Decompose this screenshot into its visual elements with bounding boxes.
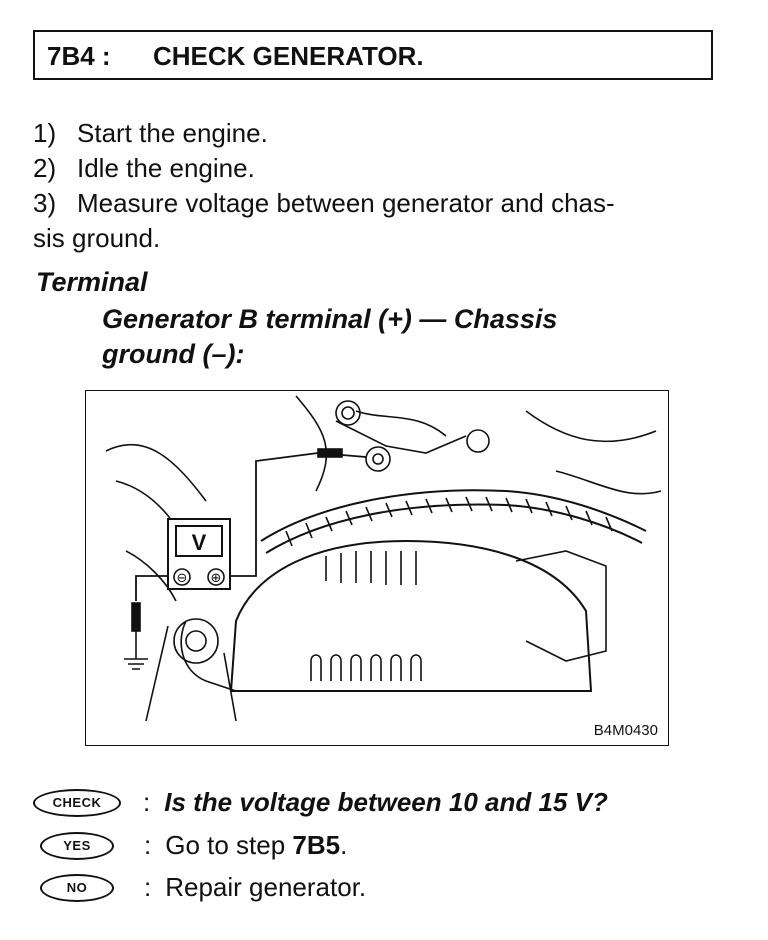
negative-lead: [135, 575, 176, 601]
bolt-head: [341, 406, 355, 420]
yes-text-prefix: Go to step: [165, 830, 293, 860]
step-number: 1): [33, 118, 57, 148]
b-terminal-nut: [365, 446, 391, 472]
step-2: 2) Idle the engine.: [33, 151, 723, 186]
step-3-continuation: sis ground.: [33, 223, 161, 253]
generator-bracket: [180, 620, 237, 692]
terminal-spec: Generator B terminal (+) — Chassis groun…: [102, 302, 662, 372]
wire-harness: [285, 496, 613, 547]
no-badge: NO: [40, 873, 114, 902]
positive-probe: [317, 448, 343, 458]
step-text: Idle the engine.: [77, 153, 255, 183]
bolt-head: [335, 400, 361, 426]
bracket: [335, 420, 467, 454]
plus-terminal-icon: [207, 568, 225, 586]
terminal-spec-line-2: ground (–):: [102, 339, 245, 369]
minus-terminal-icon: [173, 568, 191, 586]
yes-badge: YES: [40, 831, 114, 860]
generator-drawing: V ⊖ ⊕: [105, 395, 662, 722]
terminal-label: Terminal: [36, 267, 148, 297]
step-text: Start the engine.: [77, 118, 268, 148]
section-header-box: 7B4 : CHECK GENERATOR.: [33, 30, 713, 80]
bolt-head: [466, 429, 490, 453]
pulley: [185, 630, 207, 652]
voltmeter-display: [175, 525, 223, 557]
positive-lead: [216, 452, 367, 577]
terminal-spec-line-1: Generator B terminal (+) — Chassis: [102, 304, 558, 334]
yes-step-ref: 7B5: [292, 830, 341, 860]
yes-row: YES : Go to step 7B5.: [33, 830, 347, 861]
step-number: 2): [33, 153, 57, 183]
section-title: CHECK GENERATOR.: [153, 41, 424, 71]
yes-colon: :: [144, 830, 152, 860]
ground-symbol: [124, 658, 148, 670]
generator-fins: [310, 654, 422, 681]
check-row: CHECK : Is the voltage between 10 and 15…: [33, 787, 608, 818]
check-badge: CHECK: [33, 788, 121, 817]
generator-fins: [325, 551, 417, 585]
voltmeter-label: V: [192, 530, 207, 555]
check-colon: :: [143, 787, 151, 817]
pulley: [173, 618, 219, 664]
no-row: NO : Repair generator.: [33, 872, 366, 903]
wire-harness: [260, 489, 647, 542]
yes-text: Go to step 7B5.: [165, 830, 347, 861]
negative-probe: [131, 602, 141, 632]
minus-terminal-symbol: ⊖: [177, 571, 188, 586]
figure-code: B4M0430: [591, 722, 660, 739]
pulley-belt: [145, 625, 237, 722]
plus-terminal-symbol: ⊕: [211, 571, 222, 586]
no-text: Repair generator.: [165, 872, 367, 902]
step-3: 3) Measure voltage between generator and…: [33, 186, 723, 221]
step-1: 1) Start the engine.: [33, 116, 723, 151]
generator-illustration: V ⊖ ⊕ B4M0430: [85, 390, 669, 746]
generator-housing: [229, 539, 593, 692]
yes-text-suffix: .: [340, 830, 348, 860]
engine-outline: [295, 395, 447, 492]
wire-harness: [265, 503, 643, 554]
step-text: Measure voltage between generator and ch…: [77, 188, 615, 218]
no-colon: :: [144, 872, 152, 902]
procedure-steps: 1) Start the engine. 2) Idle the engine.…: [33, 116, 723, 256]
step-number: 3): [33, 188, 57, 218]
engine-outline: [525, 410, 662, 495]
check-question: Is the voltage between 10 and 15 V?: [164, 787, 608, 817]
generator-bracket: [515, 550, 607, 662]
b-terminal-nut: [372, 453, 384, 465]
section-code: 7B4 :: [47, 41, 111, 71]
